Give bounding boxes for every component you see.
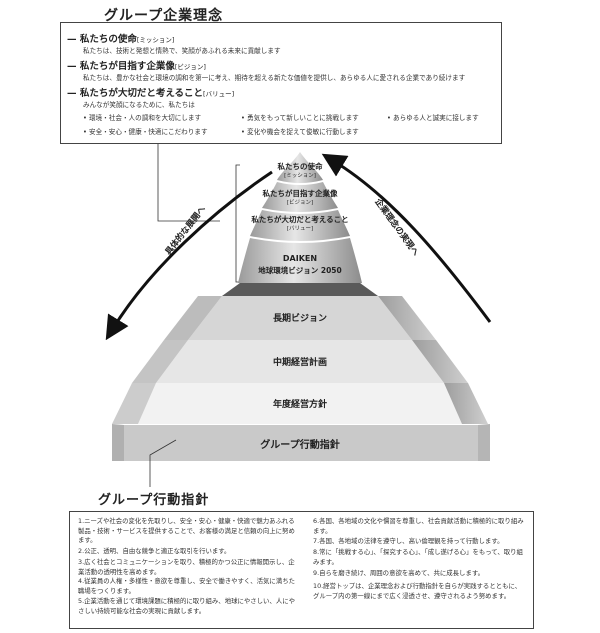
pyramid-label-long-term: 長期ビジョン — [272, 314, 327, 324]
value-item: 環境・社会・人の調和を大切にします — [83, 112, 201, 122]
mission-heading: — 私たちの使命[ミッション] — [67, 34, 175, 45]
vision-heading: — 私たちが目指す企業像[ビジョン] — [67, 61, 206, 72]
pyramid-tier-long-term — [188, 296, 412, 340]
pyramid-label-vision: 私たちが目指す企業像 — [262, 189, 338, 198]
policy-item: 6.各国、各地域の文化や慣習を尊重し、社会貢献活動に積極的に取り組みます。 — [313, 517, 524, 535]
right-curved-arrow — [321, 153, 492, 323]
pyramid-collar — [222, 283, 378, 296]
pyramid-tier-mission — [277, 152, 323, 183]
values-heading: — 私たちが大切だと考えること[バリュー] — [67, 88, 235, 99]
policy-item: 5.企業活動を通じて環境課題に積極的に取り組み、地球にやさしい、人にやさしい持続… — [78, 597, 295, 615]
pyramid-tier-mid-term — [156, 340, 444, 383]
policies-box: 1.ニーズや社会の変化を先取りし、安全・安心・健康・快適で魅力あふれる製品・技術… — [69, 511, 534, 629]
vision-text: 私たちは、豊かな社会と環境の調和を第一に考え、期待を超える新たな価値を提供し、あ… — [83, 74, 466, 82]
values-intro: みんなが笑顔になるために、私たちは — [83, 101, 195, 109]
policy-item: 7.各国、各地域の法律を遵守し、高い倫理観を持って行動します。 — [313, 537, 504, 545]
value-item: 変化や機会を捉えて俊敏に行動します — [241, 126, 359, 136]
left-curved-arrow — [105, 170, 273, 341]
apex-bracket — [235, 164, 240, 283]
pyramid-label-base: グループ行動指針 — [260, 440, 340, 451]
policies-title: グループ行動指針 — [98, 493, 210, 508]
pyramid-label-mid-term: 中期経営計画 — [272, 358, 327, 368]
philosophy-title: グループ企業理念 — [104, 8, 224, 24]
base-pointer-line — [149, 439, 177, 487]
mission-text: 私たちは、技術と発想と情熱で、笑顔があふれる未来に貢献します — [83, 47, 281, 55]
pyramid-tier-annual — [138, 383, 462, 424]
policy-item: 3.広く社会とコミュニケーションを取り、積極的かつ公正に情報開示し、企業活動の透… — [78, 558, 295, 576]
pyramid-tag-values: [バリュー] — [286, 226, 314, 232]
policy-item: 9.自らを磨き続け、周囲の意欲を高めて、共に成長します。 — [313, 569, 484, 577]
policy-item: 1.ニーズや社会の変化を先取りし、安全・安心・健康・快適で魅力あふれる製品・技術… — [78, 517, 295, 545]
pyramid-base — [124, 425, 478, 461]
pyramid-tag-vision: [ビジョン] — [286, 200, 314, 206]
pyramid-tier-values — [250, 210, 350, 241]
policy-item: 8.常に「挑戦する心」、「探究する心」、「成し遂げる心」をもって、取り組みます。 — [313, 548, 523, 566]
pyramid-label-values: 私たちが大切だと考えること — [251, 215, 349, 224]
pyramid-tag-mission: [ミッション] — [284, 173, 316, 179]
pyramid-tier-eco-vision — [238, 238, 362, 288]
policy-item: 10.経営トップは、企業理念および行動指針を自らが実践するとともに、グループ内の… — [313, 582, 522, 600]
policy-item: 4.従業員の人権・多様性・意欲を尊重し、安全で働きやすく、活気に満ちた職場をつく… — [78, 577, 295, 595]
pyramid-label-annual: 年度経営方針 — [272, 400, 327, 410]
value-item: あらゆる人と誠実に接します — [387, 112, 479, 122]
pyramid-label-mission: 私たちの使命 — [277, 162, 323, 171]
pyramid-label-eco-vision: 地球環境ビジョン 2050 — [258, 266, 342, 275]
value-item: 勇気をもって新しいことに挑戦します — [241, 112, 359, 122]
pyramid-label-daiken: DAIKEN — [282, 254, 318, 263]
value-item: 安全・安心・健康・快適にこだわります — [83, 126, 208, 136]
connector-line — [157, 144, 220, 222]
pyramid-tier-vision — [262, 182, 338, 212]
philosophy-box: — 私たちの使命[ミッション] 私たちは、技術と発想と情熱で、笑顔があふれる未来… — [60, 22, 502, 144]
policy-item: 2.公正、透明、自由な競争と適正な取引を行います。 — [78, 547, 231, 555]
